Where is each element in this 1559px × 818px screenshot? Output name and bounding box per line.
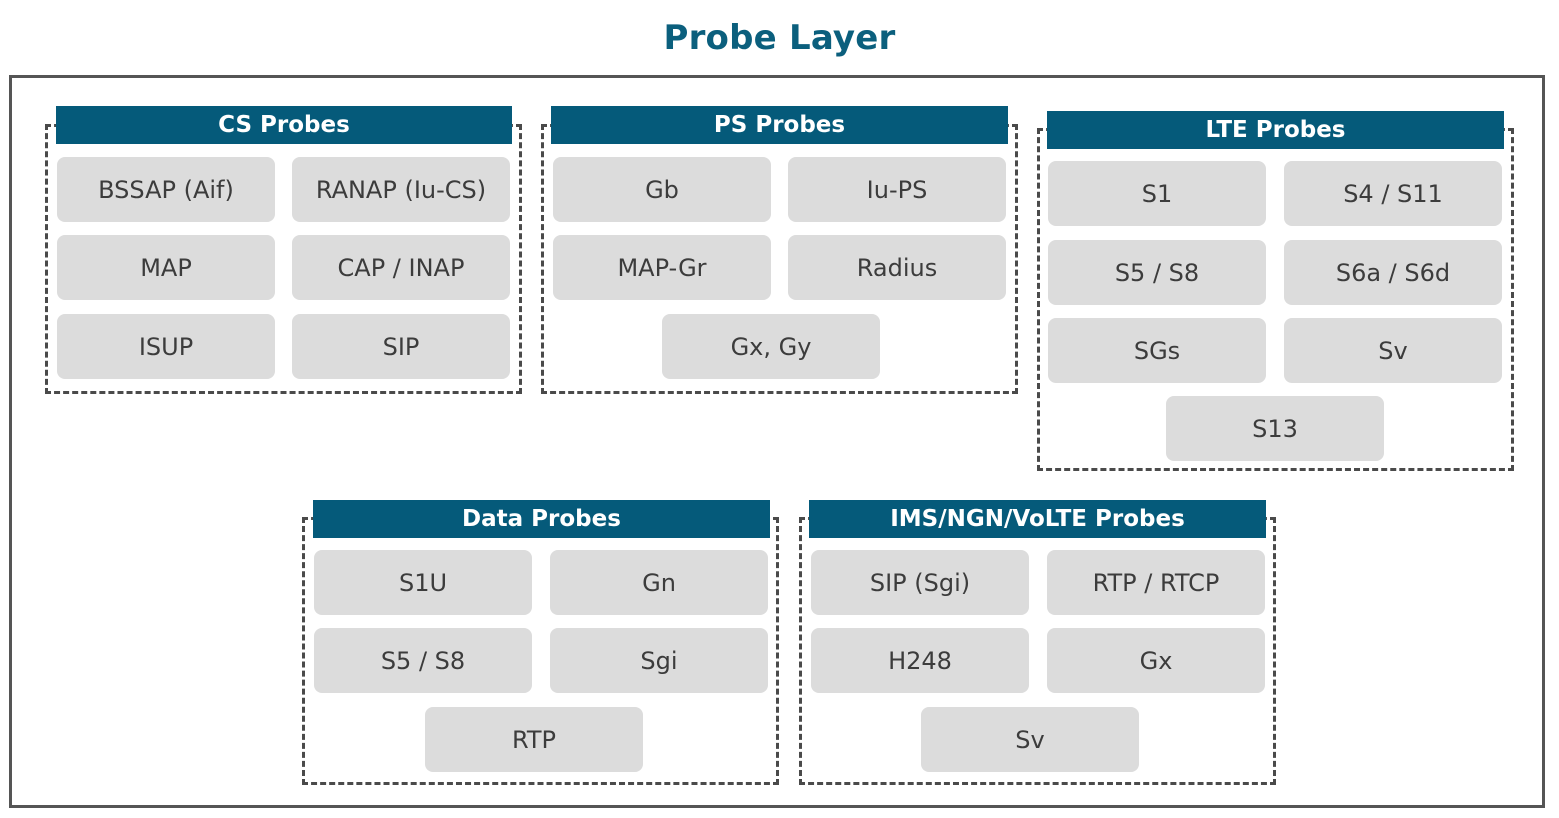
cs-probe-item: BSSAP (Aif): [57, 157, 275, 222]
page-title: Probe Layer: [663, 18, 896, 58]
ims-probe-item: RTP / RTCP: [1047, 550, 1265, 615]
lte-probe-item: S13: [1166, 396, 1384, 461]
ims-probe-item: Gx: [1047, 628, 1265, 693]
ims-probes-header: IMS/NGN/VoLTE Probes: [809, 500, 1266, 538]
data-probe-item: S5 / S8: [314, 628, 532, 693]
ims-probe-item: SIP (Sgi): [811, 550, 1029, 615]
lte-probe-item: S6a / S6d: [1284, 240, 1502, 305]
ps-probes-header: PS Probes: [551, 106, 1008, 144]
ps-probe-item: Gx, Gy: [662, 314, 880, 379]
data-probe-item: Gn: [550, 550, 768, 615]
probe-layer-frame: [9, 75, 1545, 808]
cs-probe-item: RANAP (Iu-CS): [292, 157, 510, 222]
ims-probe-item: H248: [811, 628, 1029, 693]
data-probe-item: Sgi: [550, 628, 768, 693]
cs-probe-item: SIP: [292, 314, 510, 379]
ps-probe-item: Radius: [788, 235, 1006, 300]
cs-probe-item: CAP / INAP: [292, 235, 510, 300]
ps-probe-item: MAP-Gr: [553, 235, 771, 300]
ims-probe-item: Sv: [921, 707, 1139, 772]
cs-probe-item: MAP: [57, 235, 275, 300]
data-probe-item: RTP: [425, 707, 643, 772]
lte-probe-item: S5 / S8: [1048, 240, 1266, 305]
lte-probe-item: S1: [1048, 161, 1266, 226]
ps-probe-item: Iu-PS: [788, 157, 1006, 222]
data-probe-item: S1U: [314, 550, 532, 615]
lte-probe-item: S4 / S11: [1284, 161, 1502, 226]
ps-probe-item: Gb: [553, 157, 771, 222]
cs-probes-header: CS Probes: [56, 106, 512, 144]
lte-probe-item: SGs: [1048, 318, 1266, 383]
data-probes-header: Data Probes: [313, 500, 770, 538]
cs-probe-item: ISUP: [57, 314, 275, 379]
lte-probe-item: Sv: [1284, 318, 1502, 383]
lte-probes-header: LTE Probes: [1047, 111, 1504, 149]
